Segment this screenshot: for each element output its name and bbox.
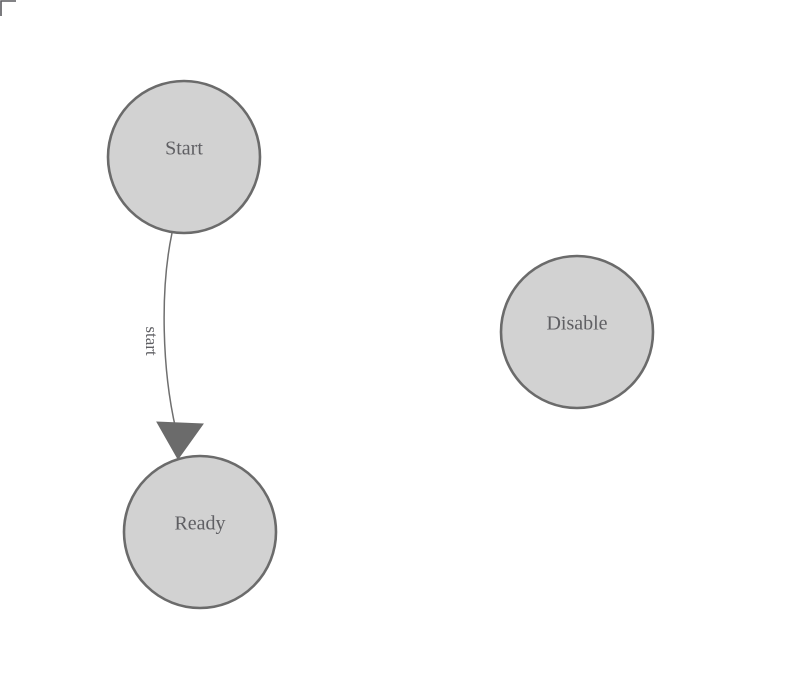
arrowhead-icon — [156, 421, 204, 460]
edge-label-start: start — [142, 326, 161, 356]
node-disable[interactable]: Disable — [499, 254, 655, 410]
node-ready-circle[interactable] — [122, 454, 278, 610]
node-disable-circle[interactable] — [499, 254, 655, 410]
node-ready-label: Ready — [174, 513, 225, 535]
node-ready[interactable]: Ready — [122, 454, 278, 610]
selection-corner-bracket-icon — [0, 0, 16, 16]
node-start-label: Start — [165, 138, 203, 160]
node-start-circle[interactable] — [106, 79, 262, 235]
node-disable-label: Disable — [546, 313, 607, 335]
node-start[interactable]: Start — [106, 79, 262, 235]
edge-curve — [163, 232, 177, 431]
edge-start-to-ready[interactable]: start — [142, 232, 204, 460]
